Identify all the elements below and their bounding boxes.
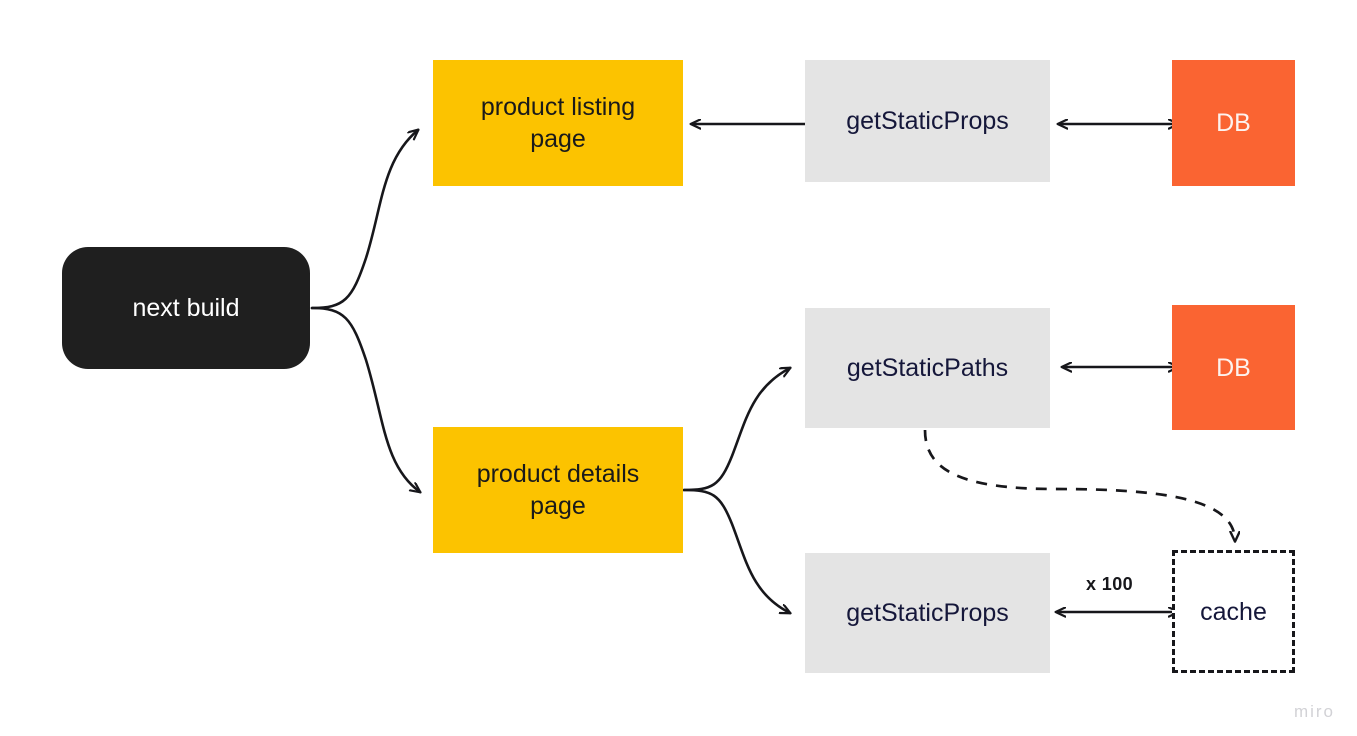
edge-build-to-listing [310,130,418,310]
node-db-middle[interactable]: DB [1172,305,1295,430]
node-get-static-paths[interactable]: getStaticPaths [805,308,1050,428]
node-product-listing-page[interactable]: product listing page [433,60,683,186]
node-cache[interactable]: cache [1172,550,1295,673]
node-cache-label: cache [1200,597,1267,626]
node-product-details-page[interactable]: product details page [433,427,683,553]
node-next-build[interactable]: next build [62,247,310,369]
node-get-static-props-bottom[interactable]: getStaticProps [805,553,1050,673]
edge-label-x100: x 100 [1086,574,1134,594]
node-next-build-label: next build [132,294,240,322]
edge-getstaticpaths-to-cache-dashed [923,429,1235,541]
node-get-static-paths-label: getStaticPaths [846,354,1009,382]
node-db-top-label: DB [1216,109,1251,137]
edge-details-to-getstaticpaths [682,368,790,492]
node-product-listing-page-label: product listing page [480,93,636,153]
node-get-static-props-top-label: getStaticProps [846,107,1009,135]
node-db-top[interactable]: DB [1172,60,1295,186]
miro-watermark: miro [1293,702,1335,721]
edge-build-to-details [310,306,420,492]
node-get-static-props-bottom-label: getStaticProps [846,599,1009,627]
node-get-static-props-top[interactable]: getStaticProps [805,60,1050,182]
node-db-middle-label: DB [1216,353,1251,382]
edge-details-to-getstaticprops-bottom [682,488,790,613]
node-product-details-page-label: product details page [476,460,640,520]
